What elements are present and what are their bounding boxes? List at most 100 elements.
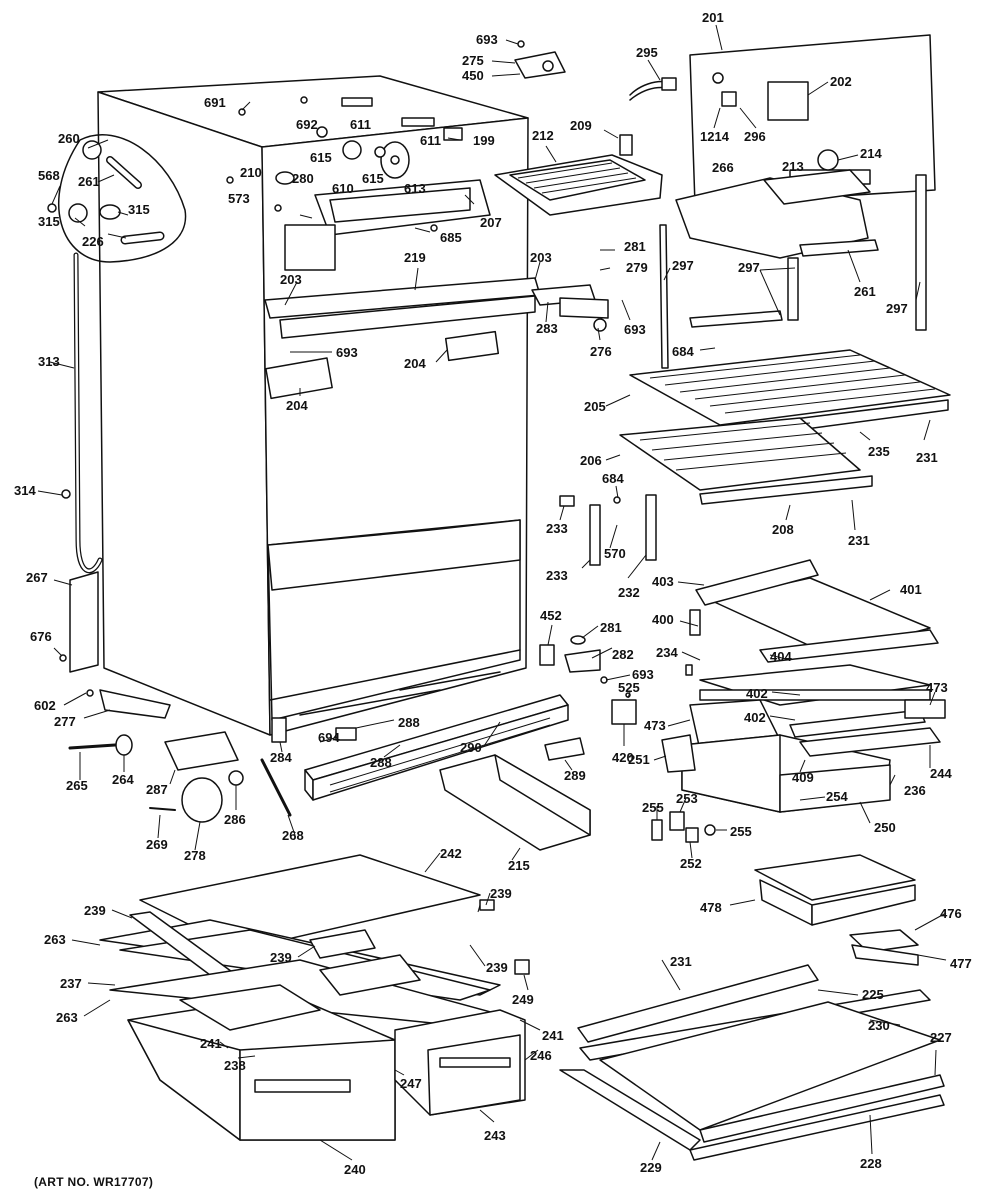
part-callouts: 693 275 450 295 201 202 214 296 213 1214… <box>14 10 972 1177</box>
callout-243: 243 <box>484 1128 506 1143</box>
callout-693-hinge: 693 <box>624 322 646 337</box>
callout-286: 286 <box>224 812 246 827</box>
callout-210: 210 <box>240 165 262 180</box>
callout-450: 450 <box>462 68 484 83</box>
callout-203-left: 203 <box>280 272 302 287</box>
callout-228: 228 <box>860 1156 882 1171</box>
callout-266: 266 <box>712 160 734 175</box>
callout-208: 208 <box>772 522 794 537</box>
callout-478: 478 <box>700 900 722 915</box>
callout-692: 692 <box>296 117 318 132</box>
callout-269: 269 <box>146 837 168 852</box>
callout-268: 268 <box>282 828 304 843</box>
thermostat <box>619 134 633 156</box>
callout-253: 253 <box>676 791 698 806</box>
freezer-basket-right <box>394 1009 526 1116</box>
callout-400: 400 <box>652 612 674 627</box>
callout-237: 237 <box>60 976 82 991</box>
callout-685: 685 <box>440 230 462 245</box>
callout-477: 477 <box>950 956 972 971</box>
wire-harness <box>629 77 677 101</box>
callout-251: 251 <box>628 752 650 767</box>
callout-231-upper: 231 <box>916 450 938 465</box>
callout-611-left: 611 <box>350 117 371 132</box>
toe-grille-slots <box>329 717 551 793</box>
callout-263-lower: 263 <box>56 1010 78 1025</box>
callout-611-right: 611 <box>420 133 441 148</box>
callout-402-lower: 402 <box>744 710 766 725</box>
callout-232: 232 <box>618 585 640 600</box>
callout-279: 279 <box>626 260 648 275</box>
callout-238: 238 <box>224 1058 246 1073</box>
callout-261-left: 261 <box>78 174 100 189</box>
center-hinge <box>531 284 609 332</box>
callout-693-lower: 693 <box>632 667 654 682</box>
callout-694: 694 <box>318 730 340 745</box>
callout-229: 229 <box>640 1160 662 1175</box>
refrigerator-cabinet <box>97 75 529 736</box>
callout-263-upper: 263 <box>44 932 66 947</box>
callout-297-right: 297 <box>886 301 908 316</box>
wire-shelf-lower-grid <box>639 422 847 471</box>
callout-225: 225 <box>862 987 884 1002</box>
wire-shelf-lower <box>619 417 873 505</box>
ice-tray-shelf <box>494 154 663 216</box>
callout-452: 452 <box>540 608 562 623</box>
callout-476: 476 <box>940 906 962 921</box>
bottom-hinge <box>539 635 608 684</box>
callout-278: 278 <box>184 848 206 863</box>
callout-525: 525 <box>618 680 640 695</box>
callout-401: 401 <box>900 582 922 597</box>
upper-left-fittings <box>47 140 165 245</box>
callout-314: 314 <box>14 483 36 498</box>
callout-236: 236 <box>904 783 926 798</box>
callout-409: 409 <box>792 770 814 785</box>
callout-230: 230 <box>868 1018 890 1033</box>
callout-201: 201 <box>702 10 724 25</box>
callout-213: 213 <box>782 159 804 174</box>
callout-255-left: 255 <box>642 800 664 815</box>
small-hardware <box>226 96 463 232</box>
callout-568: 568 <box>38 168 60 183</box>
callout-676: 676 <box>30 629 52 644</box>
art-number-label: (ART NO. WR17707) <box>34 1175 154 1189</box>
callout-296: 296 <box>744 129 766 144</box>
door-shelf-assembly <box>559 964 945 1161</box>
callout-403: 403 <box>652 574 674 589</box>
callout-212: 212 <box>532 128 554 143</box>
callout-282: 282 <box>612 647 634 662</box>
callout-226: 226 <box>82 234 104 249</box>
freezer-clips <box>479 899 530 975</box>
callout-206: 206 <box>580 453 602 468</box>
lower-left-hardware <box>59 489 292 823</box>
callout-281-upper: 281 <box>624 239 646 254</box>
callout-615-left: 615 <box>310 150 332 165</box>
callout-219: 219 <box>404 250 426 265</box>
callout-693-top: 693 <box>476 32 498 47</box>
callout-610: 610 <box>332 181 354 196</box>
callout-241-right: 241 <box>542 1028 564 1043</box>
egg-tray-assembly <box>754 854 919 966</box>
callout-287: 287 <box>146 782 168 797</box>
callout-250: 250 <box>874 820 896 835</box>
callout-297-left: 297 <box>672 258 694 273</box>
callout-288-lower: 288 <box>370 755 392 770</box>
callout-260: 260 <box>58 131 80 146</box>
callout-1214: 1214 <box>700 129 730 144</box>
callout-277: 277 <box>54 714 76 729</box>
callout-227: 227 <box>930 1030 952 1045</box>
glass-shelf <box>689 559 939 663</box>
meat-pan-drawer <box>681 727 941 813</box>
callout-205: 205 <box>584 399 606 414</box>
callout-231-bottom: 231 <box>670 954 692 969</box>
callout-214-right: 214 <box>860 146 882 161</box>
callout-203-right: 203 <box>530 250 552 265</box>
callout-239-left: 239 <box>84 903 106 918</box>
grille-clip <box>544 737 585 761</box>
callout-239-right: 239 <box>486 960 508 975</box>
callout-684-lower: 684 <box>602 471 624 486</box>
insulation-panel <box>69 571 99 673</box>
callout-281-lower: 281 <box>600 620 622 635</box>
callout-313: 313 <box>38 354 60 369</box>
